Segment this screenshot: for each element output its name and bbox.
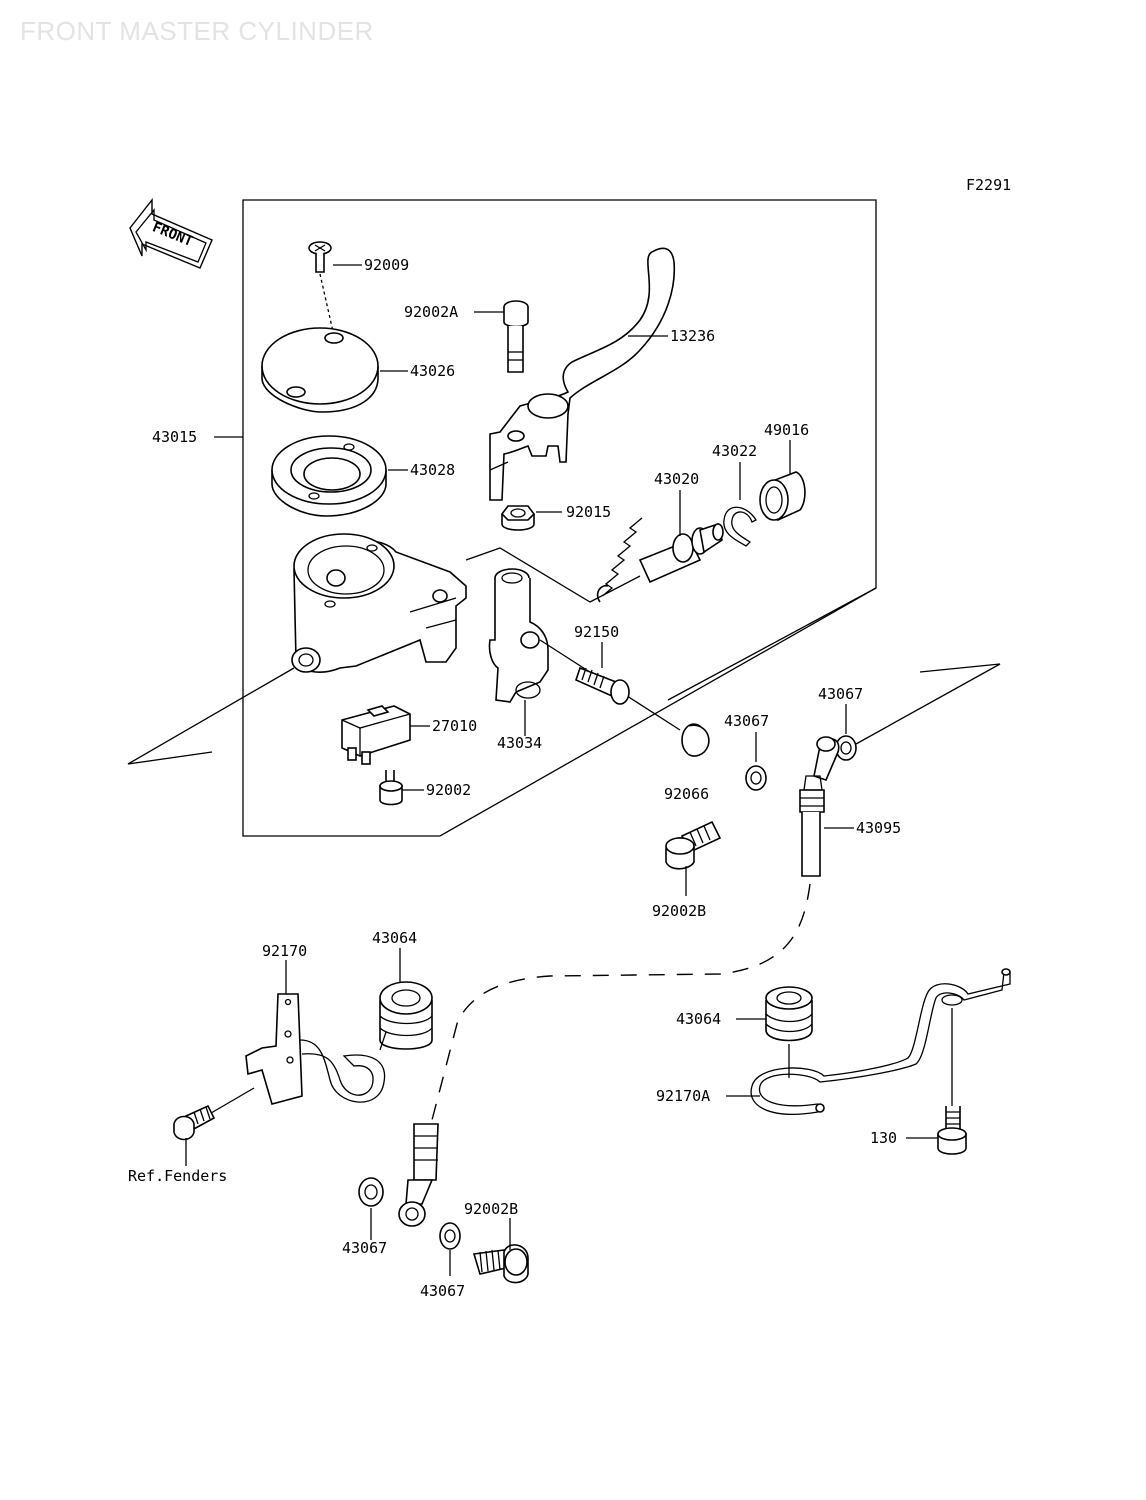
- washer-43067-lower-left: [358, 1177, 384, 1207]
- label-43022: 43022: [712, 442, 757, 460]
- brake-hose-fitting-43095: [799, 736, 840, 877]
- figure-code: F2291: [966, 176, 1011, 194]
- washer-43067-lower-right: [439, 1222, 461, 1250]
- grommet-43064-left: [379, 981, 433, 1050]
- pointer-line-top: [465, 547, 641, 603]
- master-cylinder-body: [291, 533, 467, 673]
- label-49016: 49016: [764, 421, 809, 439]
- pointer-line-right: [855, 663, 1001, 745]
- label-92170: 92170: [262, 942, 307, 960]
- pointer-line-ref-fenders: [205, 1087, 255, 1117]
- banjo-bolt-92002B-upper: [665, 820, 722, 870]
- washer-43067-mid: [745, 765, 767, 791]
- piston-assembly-43020: [596, 517, 724, 603]
- label-130: 130: [870, 1129, 897, 1147]
- screw-92009: [308, 241, 335, 337]
- label-43028: 43028: [410, 461, 455, 479]
- label-92015: 92015: [566, 503, 611, 521]
- label-43015: 43015: [152, 428, 197, 446]
- label-92170A: 92170A: [656, 1087, 710, 1105]
- label-92009: 92009: [364, 256, 409, 274]
- brake-hose-path: [431, 883, 811, 1121]
- handlebar-clamp-43034: [488, 568, 549, 703]
- label-43067-lower-left: 43067: [342, 1239, 387, 1257]
- bracket-92170A: [750, 968, 1011, 1115]
- label-92150: 92150: [574, 623, 619, 641]
- label-92002: 92002: [426, 781, 471, 799]
- grommet-43064-right: [765, 986, 813, 1078]
- screw-92002: [379, 770, 403, 806]
- boundary-connector: [667, 587, 877, 701]
- label-ref-fenders: Ref.Fenders: [128, 1167, 227, 1185]
- label-27010: 27010: [432, 717, 477, 735]
- label-43026: 43026: [410, 362, 455, 380]
- diaphragm-43028: [271, 435, 387, 517]
- cap-92066: [681, 723, 710, 757]
- label-43020: 43020: [654, 470, 699, 488]
- reservoir-cap-43026: [261, 327, 379, 413]
- label-43067-lower-right: 43067: [420, 1282, 465, 1300]
- label-92002B-upper: 92002B: [652, 902, 706, 920]
- bracket-92170: [245, 993, 387, 1105]
- pointer-line-left: [127, 667, 295, 765]
- assembly-boundary: [242, 199, 877, 837]
- label-43095: 43095: [856, 819, 901, 837]
- brake-hose-lower-fitting: [398, 1123, 439, 1227]
- label-43067-right: 43067: [818, 685, 863, 703]
- banjo-bolt-92002B-lower: [472, 1244, 529, 1284]
- circlip-43022: [723, 506, 757, 547]
- label-43064-right: 43064: [676, 1010, 721, 1028]
- bolt-130: [937, 1008, 967, 1155]
- label-92002A: 92002A: [404, 303, 458, 321]
- label-43067-mid: 43067: [724, 712, 769, 730]
- label-43064-left: 43064: [372, 929, 417, 947]
- pivot-bolt-92002A: [503, 300, 529, 373]
- brake-switch-27010: [341, 705, 411, 765]
- front-arrow-icon: FRONT: [129, 197, 213, 269]
- label-92002B-lower: 92002B: [464, 1200, 518, 1218]
- label-92066: 92066: [664, 785, 709, 803]
- dust-boot-49016: [759, 471, 806, 522]
- bolt-ref-fenders: [173, 1104, 216, 1141]
- label-13236: 13236: [670, 327, 715, 345]
- nut-92015: [500, 505, 536, 531]
- bolt-92150: [575, 666, 630, 705]
- label-43034: 43034: [497, 734, 542, 752]
- brake-lever-13236: [489, 247, 676, 501]
- page-watermark-title: FRONT MASTER CYLINDER: [20, 16, 374, 46]
